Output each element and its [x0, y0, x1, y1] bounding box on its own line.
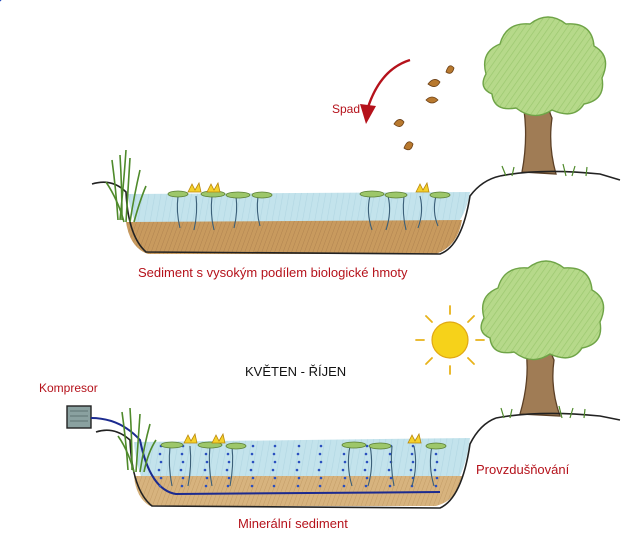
tree-icon: [480, 260, 621, 421]
organic-sediment-layer: [126, 220, 462, 254]
fall-label: Spad: [332, 102, 361, 116]
tree-icon: [482, 16, 621, 181]
top-pond: [91, 175, 501, 255]
mineral-sediment-layer: [134, 476, 462, 506]
reed-icon: [105, 149, 147, 223]
falling-leaf-icon: [393, 65, 455, 151]
organic-sediment-label: Sediment s vysokým podílem biologické hm…: [138, 265, 408, 280]
water-lily-icon: [160, 432, 447, 487]
air-hose: [90, 417, 441, 496]
air-bubbles: [0, 0, 439, 488]
mineral-sediment-label: Minerální sediment: [238, 516, 348, 531]
aeration-label: Provzdušňování: [476, 462, 570, 477]
water-lily-icon: [167, 181, 451, 231]
reed-icon: [117, 407, 157, 473]
curved-arrow-icon: [360, 58, 411, 124]
compressor-label: Kompresor: [39, 381, 98, 395]
sun-icon: [415, 305, 485, 375]
season-label: KVĚTEN - ŘÍJEN: [245, 364, 347, 379]
compressor-icon: [66, 405, 92, 429]
bottom-pond: [95, 417, 497, 509]
